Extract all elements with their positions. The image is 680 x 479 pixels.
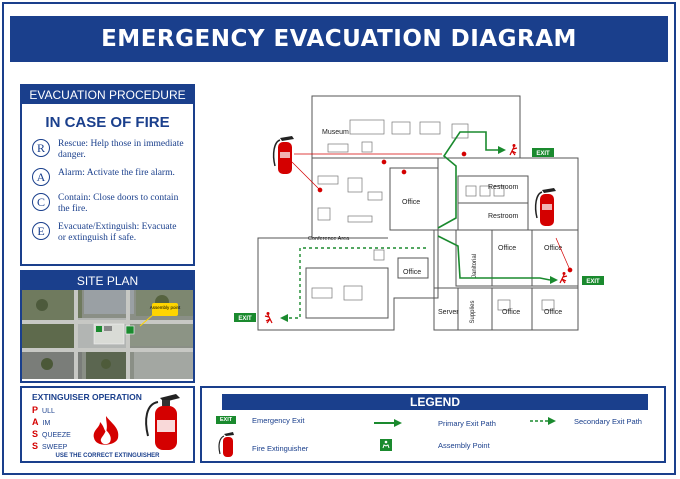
room-office-small: Office xyxy=(403,269,421,276)
assembly-point-callout: Assembly point xyxy=(150,305,181,310)
room-office-bottom1: Office xyxy=(502,309,520,316)
step-text: Evacuate/Extinguish: Evacuate or extingu… xyxy=(58,222,177,243)
procedure-step-contain: C Contain: Close doors to contain the fi… xyxy=(32,193,193,215)
page-frame xyxy=(2,2,676,475)
site-plan-heading: SITE PLAN xyxy=(22,272,193,290)
step-letter: E xyxy=(32,222,50,240)
exit-sign-right: EXIT xyxy=(582,276,604,285)
extinguisher-footer: USE THE CORRECT EXTINGUISHER xyxy=(55,453,160,459)
room-conference: Conference Area xyxy=(308,236,350,242)
legend-fire-extinguisher-icon xyxy=(218,432,234,457)
room-server: Server xyxy=(438,309,459,316)
legend-panel: LEGEND EXIT Emergency Exit Fire Extingui… xyxy=(200,386,666,463)
evacuation-procedure-heading: EVACUATION PROCEDURE xyxy=(22,86,193,104)
legend-emergency-exit: Emergency Exit xyxy=(252,416,305,425)
primary-path-arrow-icon xyxy=(374,419,402,427)
step-text: Rescue: Help those in immediate danger. xyxy=(58,139,184,160)
fire-extinguisher-icon xyxy=(534,188,556,226)
room-janitorial: Janitorial xyxy=(472,254,478,278)
step-text: Contain: Close doors to contain the fire… xyxy=(58,193,179,214)
svg-text:EXIT: EXIT xyxy=(536,151,550,157)
room-office-left: Office xyxy=(402,199,420,206)
secondary-path-arrowhead xyxy=(280,314,288,322)
extinguisher-operation-heading: EXTINGUISER OPERATION xyxy=(32,392,142,402)
legend-fire-extinguisher: Fire Extinguisher xyxy=(252,444,309,453)
room-restroom-bottom: Restroom xyxy=(488,213,519,220)
primary-path-arrowhead xyxy=(550,276,558,284)
assembly-point-icon xyxy=(380,439,392,451)
room-restroom-top: Restroom xyxy=(488,184,519,191)
room-supplies: Supplies xyxy=(470,300,476,323)
legend-heading: LEGEND xyxy=(222,394,648,410)
primary-path-arrowhead xyxy=(498,146,506,154)
procedure-step-evacuate: E Evacuate/Extinguish: Evacuate or extin… xyxy=(32,222,193,244)
step-letter: R xyxy=(32,139,50,157)
floor-plan: Museum Office Restroom Restroom Conferen… xyxy=(234,95,604,331)
step-letter: A xyxy=(32,168,50,186)
procedure-step-rescue: R Rescue: Help those in immediate danger… xyxy=(32,139,193,161)
page-title: EMERGENCY EVACUATION DIAGRAM xyxy=(10,16,668,62)
room-office-bottom2: Office xyxy=(544,309,562,316)
secondary-path-arrow-icon xyxy=(530,417,556,425)
site-plan-panel: SITE PLAN Assembly xyxy=(20,270,195,383)
flame-icon xyxy=(93,416,119,445)
legend-primary-path: Primary Exit Path xyxy=(438,419,496,428)
legend-exit-sign-icon: EXIT xyxy=(216,416,236,424)
legend-assembly-point: Assembly Point xyxy=(438,441,490,450)
running-man-icon xyxy=(509,144,518,156)
room-museum: Museum xyxy=(322,129,349,136)
in-case-of-fire-heading: IN CASE OF FIRE xyxy=(45,114,170,131)
svg-text:EXIT: EXIT xyxy=(238,316,252,322)
fire-extinguisher-icon xyxy=(145,394,180,450)
exit-sign-top: EXIT xyxy=(532,148,554,157)
running-man-icon xyxy=(264,312,273,324)
exit-sign-left: EXIT xyxy=(234,313,256,322)
legend-secondary-path: Secondary Exit Path xyxy=(574,417,642,426)
step-letter: C xyxy=(32,193,50,211)
room-office-mid: Office xyxy=(498,245,516,252)
step-text: Alarm: Activate the fire alarm. xyxy=(58,168,175,178)
procedure-step-alarm: A Alarm: Activate the fire alarm. xyxy=(32,168,193,186)
site-plan-aerial-map: Assembly point xyxy=(22,290,193,379)
fire-extinguisher-icon xyxy=(272,136,294,174)
svg-text:EXIT: EXIT xyxy=(586,279,600,285)
running-man-icon xyxy=(559,272,568,284)
evacuation-procedure-panel: EVACUATION PROCEDURE IN CASE OF FIRE R R… xyxy=(20,84,195,266)
room-office-right: Office xyxy=(544,245,562,252)
